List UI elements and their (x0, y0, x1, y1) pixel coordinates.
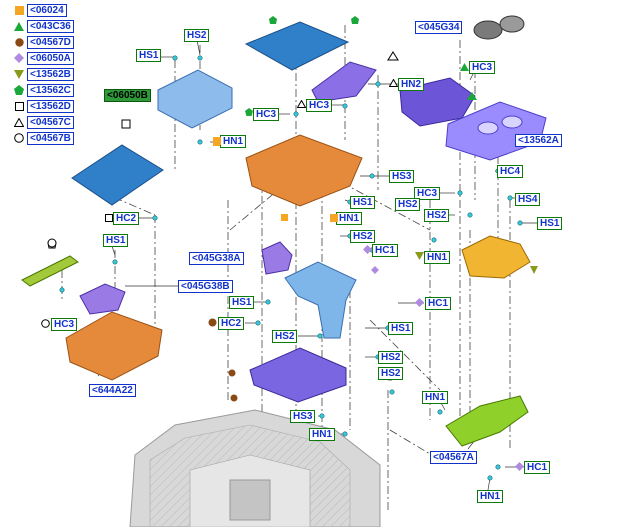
tag-hs2[interactable]: HS2 (395, 198, 421, 211)
tag-hn1[interactable]: HN1 (477, 490, 504, 503)
tag-hs1[interactable]: HS1 (537, 217, 563, 230)
white-triangle-icon (14, 117, 24, 127)
part-label-045g34[interactable]: <045G34 (415, 21, 463, 34)
white-triangle-icon (389, 79, 398, 87)
legend-code: <13562B (27, 67, 74, 81)
center-light-blue-frame (284, 261, 357, 339)
legend-code: <04567B (27, 131, 74, 145)
top-left-blue-panel (71, 144, 164, 206)
green-pentagon-icon (245, 108, 253, 116)
legend-code: <06050A (27, 51, 74, 65)
purple-connector-a (261, 241, 293, 275)
tag-hs2[interactable]: HS2 (378, 351, 404, 364)
tag-hs3[interactable]: HS3 (389, 170, 415, 183)
olive-down-triangle-icon (415, 252, 424, 260)
orange-square-icon (213, 137, 221, 145)
light-blue-bracket (157, 69, 233, 129)
legend-code: <04567D (27, 35, 74, 49)
legend-code: <04567C (27, 115, 74, 129)
tag-hc3[interactable]: HC3 (414, 187, 441, 200)
tag-hc2[interactable]: HC2 (218, 317, 245, 330)
tag-hs1[interactable]: HS1 (103, 234, 129, 247)
green-left-strip (21, 255, 79, 287)
purple-diamond-icon (363, 245, 372, 254)
white-square-icon (105, 214, 113, 222)
tag-hs2[interactable]: HS2 (424, 209, 450, 222)
tag-hs1[interactable]: HS1 (350, 196, 376, 209)
legend-item-13562d: <13562D (14, 99, 74, 113)
brown-circle-icon (208, 318, 217, 327)
part-label-06050b[interactable]: <06050B (104, 89, 151, 102)
legend-item-13562b: <13562B (14, 67, 74, 81)
yellow-hinge (461, 235, 531, 279)
white-circle-icon (41, 319, 50, 328)
legend-item-04567d: <04567D (14, 35, 74, 49)
purple-connector-b (79, 283, 126, 315)
part-label-045g38a[interactable]: <045G38A (189, 252, 244, 265)
green-bottom-trim (445, 395, 529, 447)
tag-hc1[interactable]: HC1 (524, 461, 551, 474)
tag-hs2[interactable]: HS2 (272, 330, 298, 343)
legend-item-04567c: <04567C (14, 115, 74, 129)
purple-diamond-icon (415, 298, 424, 307)
tag-hs1[interactable]: HS1 (388, 322, 414, 335)
purple-diamond-icon (14, 53, 24, 63)
legend-item-043c36: <043C36 (14, 19, 74, 33)
legend-code: <13562D (27, 99, 74, 113)
olive-down-triangle-icon (14, 69, 24, 79)
part-label-045g38b[interactable]: <045G38B (178, 280, 233, 293)
tag-hc4[interactable]: HC4 (497, 165, 524, 178)
tag-hs3[interactable]: HS3 (290, 410, 316, 423)
tag-hc3[interactable]: HC3 (253, 108, 280, 121)
orange-square-icon (14, 5, 24, 15)
purple-diamond-icon (515, 462, 524, 471)
tag-hs4[interactable]: HS4 (515, 193, 541, 206)
legend-code: <043C36 (27, 19, 74, 33)
part-label-04567a[interactable]: <04567A (430, 451, 477, 464)
purple-side-trim (311, 61, 377, 103)
purple-bin (249, 347, 347, 403)
orange-square-icon (330, 214, 338, 222)
white-square-icon (14, 101, 24, 111)
upper-orange-tray (245, 134, 363, 207)
tag-hn1[interactable]: HN1 (309, 428, 336, 441)
tag-hs2[interactable]: HS2 (378, 367, 404, 380)
tag-hs2[interactable]: HS2 (350, 230, 376, 243)
white-triangle-icon (297, 100, 306, 108)
white-circle-icon (14, 133, 24, 143)
legend-code: <13562C (27, 83, 74, 97)
legend-item-13562c: <13562C (14, 83, 74, 97)
green-triangle-icon (14, 21, 24, 31)
green-triangle-icon (460, 63, 469, 71)
cupholder-insert (473, 15, 525, 40)
tag-hc2[interactable]: HC2 (113, 212, 140, 225)
part-label-13562a[interactable]: <13562A (515, 134, 562, 147)
lower-orange-tray (65, 311, 163, 381)
part-label-644a22[interactable]: <644A22 (89, 384, 136, 397)
tag-hs2[interactable]: HS2 (184, 29, 210, 42)
brown-circle-icon (14, 37, 24, 47)
tag-hc1[interactable]: HC1 (372, 244, 399, 257)
tag-hc3[interactable]: HC3 (306, 99, 333, 112)
tag-hn1[interactable]: HN1 (336, 212, 363, 225)
tag-hn2[interactable]: HN2 (398, 78, 425, 91)
legend-code: <06024 (27, 3, 67, 17)
tag-hc3[interactable]: HC3 (469, 61, 496, 74)
tag-hn1[interactable]: HN1 (422, 391, 449, 404)
tag-hc3[interactable]: HC3 (51, 318, 78, 331)
tag-hn1[interactable]: HN1 (220, 135, 247, 148)
legend-item-06024: <06024 (14, 3, 67, 17)
callout-symbols (47, 16, 538, 402)
tag-hn1[interactable]: HN1 (424, 251, 451, 264)
green-pentagon-icon (14, 85, 24, 95)
tag-hc1[interactable]: HC1 (425, 297, 452, 310)
legend-item-04567b: <04567B (14, 131, 74, 145)
top-center-blue-panel (244, 21, 350, 71)
tag-hs1[interactable]: HS1 (136, 49, 162, 62)
legend-item-06050a: <06050A (14, 51, 74, 65)
center-console-base (129, 409, 381, 527)
tag-hs1[interactable]: HS1 (229, 296, 255, 309)
